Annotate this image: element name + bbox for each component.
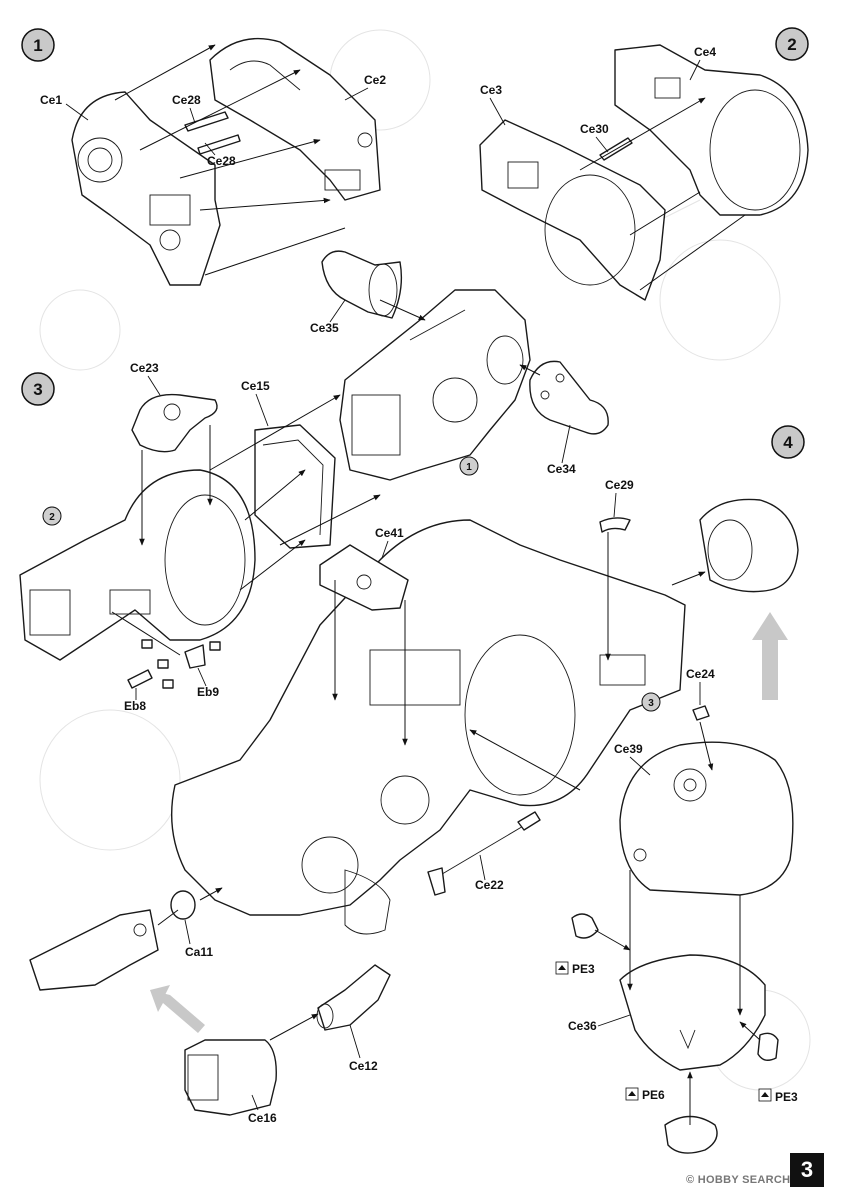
diag-arrow xyxy=(150,985,205,1033)
step-4-labels: Ce29 Ce41 Ce24 Ce39 Ce22 Ca11 Ce12 Ce16 … xyxy=(184,478,798,1125)
plate-pe6 xyxy=(664,1115,718,1154)
svg-text:2: 2 xyxy=(49,512,55,523)
cover-ce35 xyxy=(321,250,403,319)
label-ce34: Ce34 xyxy=(547,462,576,476)
label-eb8: Eb8 xyxy=(124,699,146,713)
up-arrow xyxy=(752,612,788,700)
cap-ce23 xyxy=(131,393,218,453)
cover-ce34 xyxy=(529,360,609,435)
step-3-labels: Ce35 Ce23 Ce15 Ce34 Eb8 Eb9 xyxy=(124,299,576,713)
housing-ce3 xyxy=(479,119,666,301)
sub-ref-2: 2 xyxy=(42,506,62,526)
label-ce30: Ce30 xyxy=(580,122,609,136)
step-2-labels: Ce3 Ce4 Ce30 xyxy=(480,45,716,153)
cup-ce36 xyxy=(619,954,766,1071)
housing-ce1 xyxy=(71,91,221,286)
ball-ce39 xyxy=(619,741,794,896)
label-ce24: Ce24 xyxy=(686,667,715,681)
step-1-labels: Ce1 Ce28 Ce28 Ce2 xyxy=(40,73,386,168)
label-ce28-b: Ce28 xyxy=(207,154,236,168)
pe-badges xyxy=(555,961,772,1102)
step-3-number: 3 xyxy=(33,380,42,399)
step-4-badge: 4 xyxy=(771,425,805,459)
svg-text:3: 3 xyxy=(648,698,654,709)
step-1-number: 1 xyxy=(33,36,42,55)
label-ce12: Ce12 xyxy=(349,1059,378,1073)
step-4-number: 4 xyxy=(783,433,793,452)
housing-ce2 xyxy=(209,37,381,201)
label-ce29: Ce29 xyxy=(605,478,634,492)
label-ce4: Ce4 xyxy=(694,45,716,59)
label-ce36: Ce36 xyxy=(568,1019,597,1033)
label-ce22: Ce22 xyxy=(475,878,504,892)
hose-ce29 xyxy=(599,517,631,533)
step-3-badge: 3 xyxy=(21,372,55,406)
label-pe3-left: PE3 xyxy=(572,962,595,976)
label-ce28-a: Ce28 xyxy=(172,93,201,107)
clip-pe3-left xyxy=(571,913,599,939)
step-4-guides xyxy=(157,532,761,1125)
step-1-badge: 1 xyxy=(21,28,55,62)
page-number: 3 xyxy=(790,1153,824,1187)
step-1-guides xyxy=(114,44,346,276)
coupler-ce16 xyxy=(184,1039,277,1116)
small-parts-eb xyxy=(127,639,221,689)
clip-pe3-right xyxy=(757,1032,779,1061)
label-ce23: Ce23 xyxy=(130,361,159,375)
sub-ref-3: 3 xyxy=(641,692,661,712)
label-ce39: Ce39 xyxy=(614,742,643,756)
shaft-ca11 xyxy=(29,890,196,991)
yoke-ce12 xyxy=(316,964,391,1031)
housing-ce4 xyxy=(614,44,809,216)
label-ce1: Ce1 xyxy=(40,93,62,107)
main-axle xyxy=(171,519,686,935)
label-ce3: Ce3 xyxy=(480,83,502,97)
label-eb9: Eb9 xyxy=(197,685,219,699)
label-ce41: Ce41 xyxy=(375,526,404,540)
pin-ce28 xyxy=(184,111,241,155)
label-ce2: Ce2 xyxy=(364,73,386,87)
plate-ce41 xyxy=(319,544,409,611)
step-3-guides xyxy=(111,299,541,656)
frame-ce15 xyxy=(254,424,336,549)
label-pe6: PE6 xyxy=(642,1088,665,1102)
flange-right xyxy=(699,498,799,593)
label-ce16: Ce16 xyxy=(248,1111,277,1125)
housing-center xyxy=(339,289,531,481)
rod-ce22 xyxy=(427,811,541,896)
label-ca11: Ca11 xyxy=(185,945,213,959)
step-2-guides xyxy=(579,97,746,291)
step-2-badge: 2 xyxy=(775,27,809,61)
housing-sub-2 xyxy=(19,469,256,661)
nut-ce24 xyxy=(692,705,710,721)
step-2-number: 2 xyxy=(787,35,796,54)
label-ce15: Ce15 xyxy=(241,379,270,393)
sub-ref-1: 1 xyxy=(459,456,479,476)
label-pe3-right: PE3 xyxy=(775,1090,798,1104)
watermark: © HOBBY SEARCH xyxy=(686,1174,791,1186)
svg-text:1: 1 xyxy=(466,462,472,473)
label-ce35: Ce35 xyxy=(310,321,339,335)
